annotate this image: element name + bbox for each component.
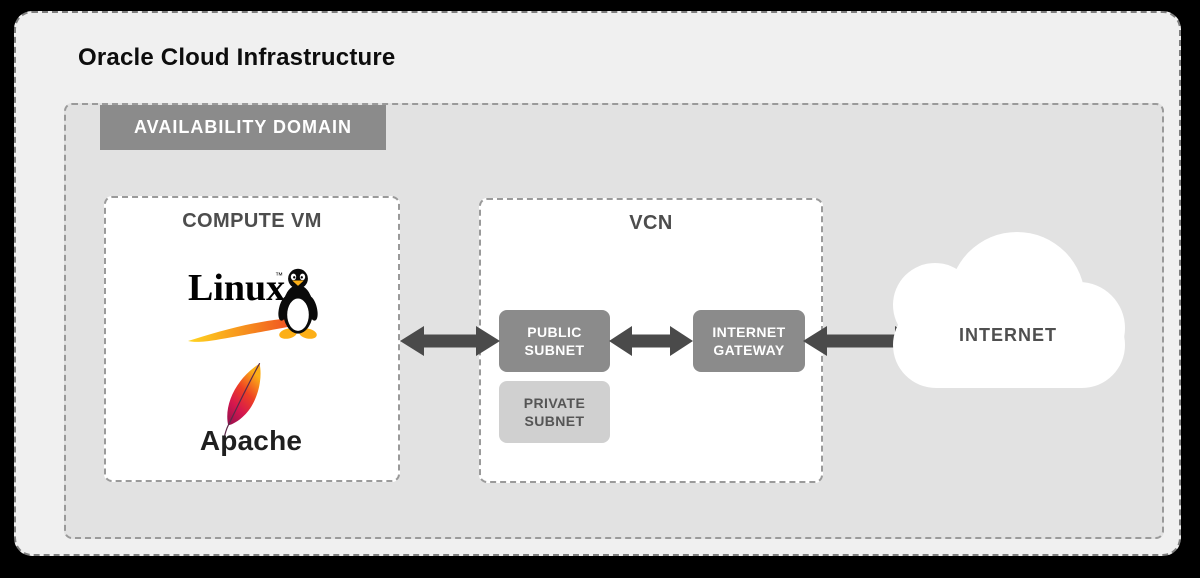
double-arrow-compute-to-public-subnet-icon <box>400 325 500 357</box>
feather-icon <box>223 363 261 440</box>
linux-wordmark: Linux <box>188 267 286 309</box>
swoosh-underline-icon <box>188 317 307 342</box>
cloud-icon <box>893 232 1125 388</box>
private-subnet-node: PRIVATE SUBNET <box>499 381 610 443</box>
linux-trademark: ™ <box>275 271 283 280</box>
internet-label: INTERNET <box>959 325 1057 345</box>
vcn-title: VCN <box>629 212 673 234</box>
public-subnet-node: PUBLIC SUBNET <box>499 310 610 372</box>
compute-vm-title: COMPUTE VM <box>182 210 322 232</box>
tux-penguin-icon <box>278 268 318 339</box>
page-title: Oracle Cloud Infrastructure <box>78 44 396 71</box>
linux-logo: Linux ™ <box>186 265 318 343</box>
apache-wordmark: Apache <box>199 425 303 456</box>
internet-gateway-node: INTERNET GATEWAY <box>693 310 805 372</box>
oci-container: Oracle Cloud Infrastructure AVAILABILITY… <box>14 11 1181 556</box>
internet-cloud: INTERNET <box>887 230 1129 388</box>
double-arrow-gateway-to-internet-icon <box>803 325 919 357</box>
availability-domain-label: AVAILABILITY DOMAIN <box>100 105 386 150</box>
compute-vm-box: COMPUTE VM <box>104 196 400 482</box>
apache-logo: Apache <box>196 361 306 457</box>
double-arrow-public-subnet-to-gateway-icon <box>609 325 693 357</box>
